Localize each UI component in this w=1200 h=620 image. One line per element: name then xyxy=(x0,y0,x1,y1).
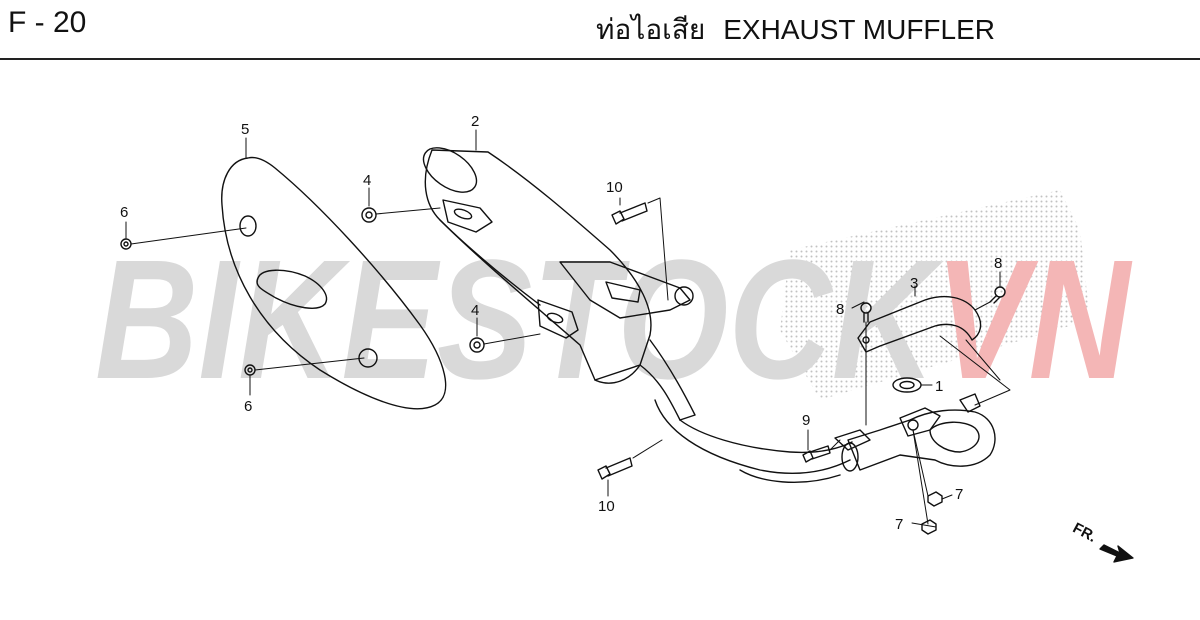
part-8-bolt-left xyxy=(860,302,872,323)
callout-10-lower: 10 xyxy=(598,498,615,515)
dotted-texture xyxy=(780,190,1090,400)
title-thai: ท่อไอเสีย xyxy=(596,14,706,45)
callout-7-upper: 7 xyxy=(955,486,963,503)
callout-4-upper: 4 xyxy=(363,172,371,189)
part-10-bolt-upper xyxy=(611,202,648,225)
part-7-nut-lower xyxy=(921,519,937,535)
callout-6-upper: 6 xyxy=(120,204,128,221)
callout-4-lower: 4 xyxy=(471,302,479,319)
diagram-code: F - 20 xyxy=(8,6,87,39)
part-7-nut-upper xyxy=(927,491,943,507)
page-header: F - 20 ท่อไอเสีย EXHAUST MUFFLER xyxy=(0,0,1200,60)
part-4-grommet-lower xyxy=(469,337,485,353)
callout-8-left: 8 xyxy=(836,301,844,318)
callout-5: 5 xyxy=(241,121,249,138)
callout-7-lower: 7 xyxy=(895,516,903,533)
callout-3: 3 xyxy=(910,275,918,292)
callout-2: 2 xyxy=(471,113,479,130)
callout-8-right: 8 xyxy=(994,255,1002,272)
part-8-bolt-right xyxy=(989,286,1006,304)
diagram-title: ท่อไอเสีย EXHAUST MUFFLER xyxy=(596,8,995,52)
assembly-lines xyxy=(125,129,1011,528)
direction-arrow xyxy=(1099,544,1134,563)
part-10-bolt-lower xyxy=(597,457,633,480)
part-4-grommet-upper xyxy=(361,207,377,223)
direction-label: FR. xyxy=(1070,519,1099,545)
part-2-muffler xyxy=(422,147,853,483)
callout-6-lower: 6 xyxy=(244,398,252,415)
part-9-bolt xyxy=(802,445,831,463)
watermark-text-a: BIKESTOCK xyxy=(95,225,944,415)
callout-10-upper: 10 xyxy=(606,179,623,196)
callout-1: 1 xyxy=(935,378,943,395)
exploded-parts-diagram: BIKESTOCK VN xyxy=(95,113,1134,563)
callout-9: 9 xyxy=(802,412,810,429)
part-5-protector xyxy=(221,156,447,410)
watermark-text-b: VN xyxy=(935,225,1133,415)
exhaust-flange xyxy=(834,393,996,472)
title-english: EXHAUST MUFFLER xyxy=(723,14,995,45)
